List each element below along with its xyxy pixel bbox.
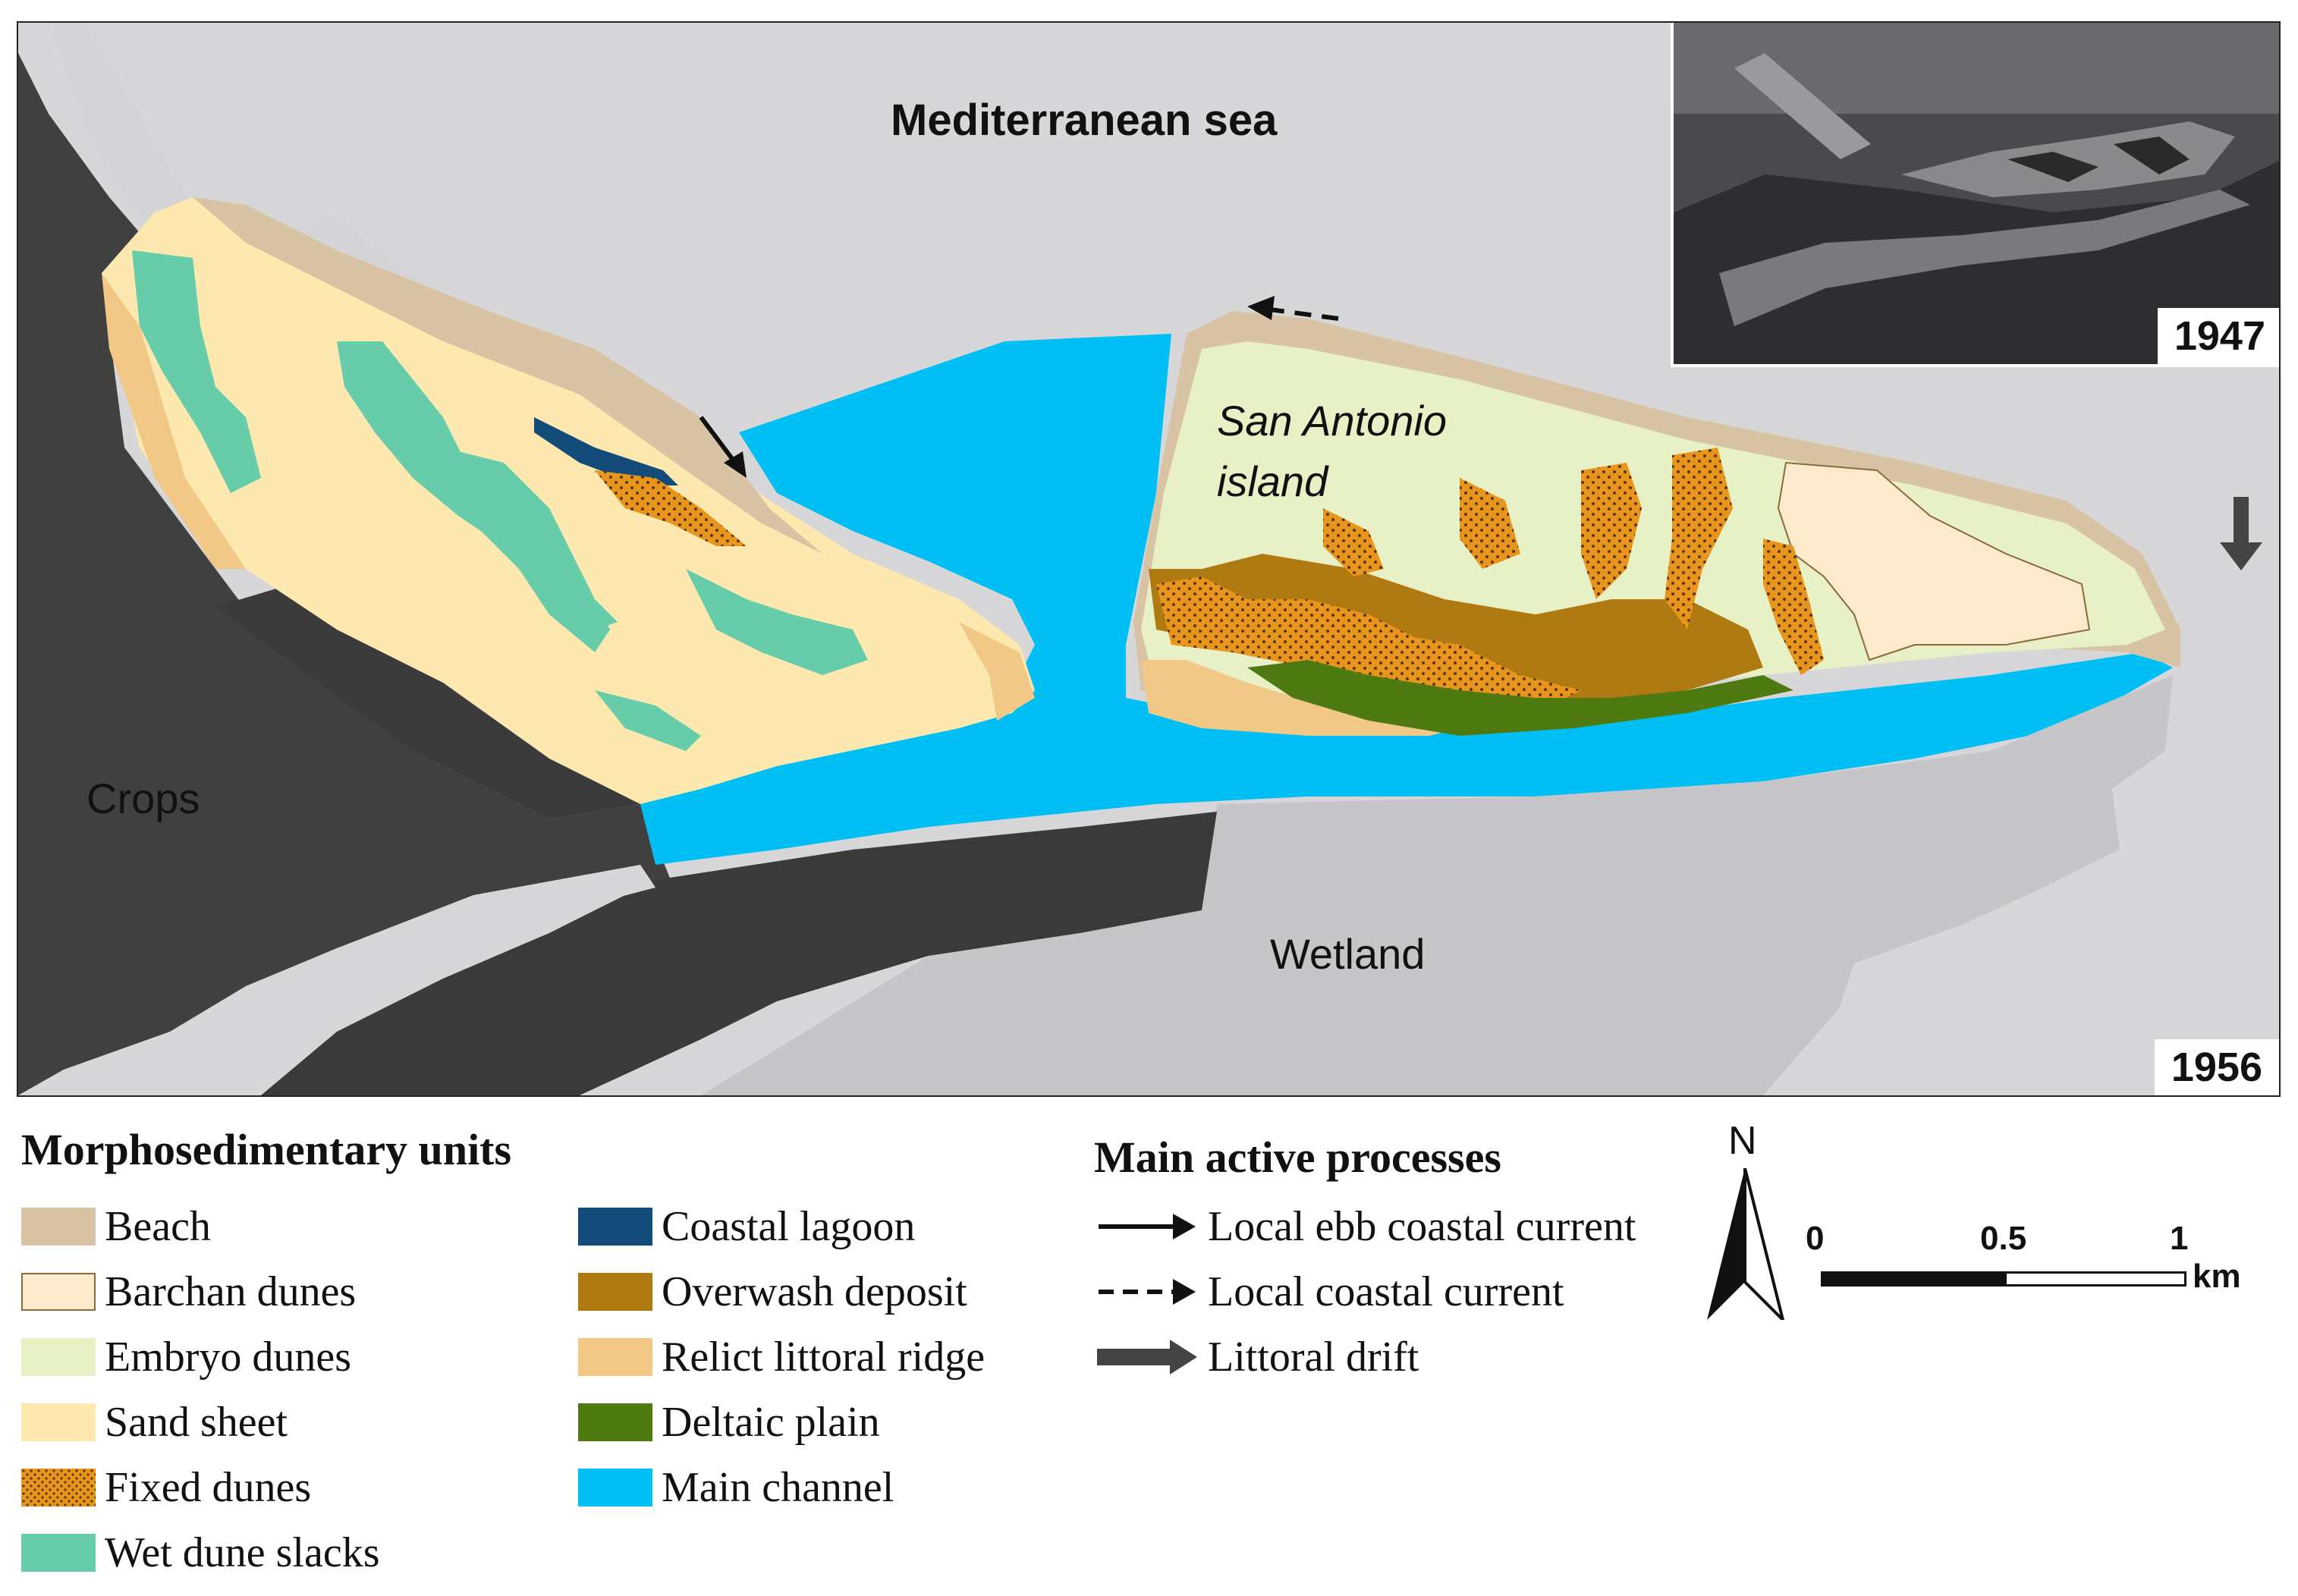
island-relict-ridge bbox=[1141, 660, 1460, 736]
swatch-fixed-dunes bbox=[21, 1469, 96, 1506]
scale-bar-white bbox=[2004, 1271, 2186, 1287]
river-strip bbox=[18, 865, 655, 1095]
aerial-photo-inset: 1947 bbox=[1671, 23, 2279, 367]
legend-item-embryo-dunes: Embryo dunes bbox=[21, 1331, 351, 1384]
swatch-barchan-dunes bbox=[21, 1273, 96, 1311]
coastal-lagoon bbox=[534, 417, 678, 485]
legend-item-overwash-deposit: Overwash deposit bbox=[578, 1265, 967, 1318]
island-deltaic-plain bbox=[1247, 660, 1793, 736]
legend-item-deltaic-plain: Deltaic plain bbox=[578, 1396, 880, 1449]
swatch-deltaic-plain bbox=[578, 1403, 652, 1441]
thick-grey-arrow-icon bbox=[1097, 1340, 1197, 1375]
swatch-beach bbox=[21, 1208, 96, 1246]
swatch-main-channel bbox=[578, 1469, 652, 1506]
north-label: N bbox=[1728, 1119, 1757, 1163]
swatch-wet-dune-slacks bbox=[21, 1534, 96, 1572]
island-fixed-dunes bbox=[1156, 448, 1824, 705]
year-1956-label: 1956 bbox=[2154, 1039, 2279, 1095]
process-label: Local coastal current bbox=[1208, 1268, 1564, 1315]
swatch-sand-sheet bbox=[21, 1403, 96, 1441]
island-label-line2: island bbox=[1217, 457, 1328, 505]
legend-label: Coastal lagoon bbox=[662, 1203, 916, 1250]
littoral-drift-arrow-shaft bbox=[2234, 497, 2249, 542]
legend-item-fixed-dunes: Fixed dunes bbox=[21, 1461, 311, 1514]
island-label: San Antonio island bbox=[1217, 391, 1447, 512]
wetland-label: Wetland bbox=[1270, 930, 1426, 978]
swatch-overwash-deposit bbox=[578, 1273, 652, 1311]
process-label: Littoral drift bbox=[1208, 1334, 1419, 1381]
island-overwash bbox=[1149, 554, 1763, 705]
legend-label: Fixed dunes bbox=[105, 1464, 312, 1511]
swatch-embryo-dunes bbox=[21, 1338, 96, 1376]
year-1947-label: 1947 bbox=[2157, 308, 2279, 364]
units-heading: Morphosedimentary units bbox=[21, 1125, 512, 1174]
island-barchan-dunes bbox=[1777, 461, 2091, 661]
sea-label: Mediterranean sea bbox=[891, 96, 1278, 145]
wetland-area bbox=[701, 675, 2173, 1095]
process-label: Local ebb coastal current bbox=[1208, 1203, 1636, 1250]
swatch-coastal-lagoon bbox=[578, 1208, 652, 1246]
legend-item-relict-littoral-ridge: Relict littoral ridge bbox=[578, 1331, 985, 1384]
legend-label: Main channel bbox=[662, 1464, 894, 1511]
relict-ridge-west bbox=[102, 273, 246, 569]
coastal-current-arrow bbox=[1269, 307, 1339, 321]
crops-band bbox=[261, 812, 1217, 1095]
crops-area-2 bbox=[215, 561, 640, 819]
legend-label: Beach bbox=[105, 1203, 211, 1250]
ebb-current-arrow bbox=[699, 416, 737, 464]
legend-item-barchan-dunes: Barchan dunes bbox=[21, 1265, 356, 1318]
process-item-littoral-drift: Littoral drift bbox=[1094, 1331, 1419, 1384]
legend-item-coastal-lagoon: Coastal lagoon bbox=[578, 1200, 915, 1253]
legend-item-sand-sheet: Sand sheet bbox=[21, 1396, 288, 1449]
swatch-relict-littoral-ridge bbox=[578, 1338, 652, 1376]
legend: Morphosedimentary units Beach Barchan du… bbox=[17, 1115, 2281, 1593]
fixed-dunes-west bbox=[595, 470, 747, 546]
scale-tick-1: 1 bbox=[2170, 1220, 2189, 1257]
north-arrow-icon bbox=[1707, 1168, 1785, 1320]
legend-item-main-channel: Main channel bbox=[578, 1461, 894, 1514]
legend-label: Overwash deposit bbox=[662, 1268, 967, 1315]
legend-label: Wet dune slacks bbox=[105, 1529, 380, 1576]
ebb-current-arrowhead bbox=[724, 451, 747, 478]
crops-label: Crops bbox=[86, 774, 200, 822]
legend-label: Embryo dunes bbox=[105, 1334, 352, 1381]
solid-arrow-icon bbox=[1099, 1214, 1196, 1239]
littoral-drift-arrowhead bbox=[2220, 542, 2262, 570]
process-item-coastal-current: Local coastal current bbox=[1094, 1265, 1564, 1318]
legend-item-beach: Beach bbox=[21, 1200, 211, 1253]
island-label-line1: San Antonio bbox=[1217, 397, 1448, 445]
relict-ridge-west-2 bbox=[959, 622, 1035, 721]
legend-label: Relict littoral ridge bbox=[662, 1334, 986, 1381]
processes-heading: Main active processes bbox=[1094, 1133, 1501, 1182]
scale-bar-black bbox=[1821, 1271, 2004, 1287]
north-arrow: N bbox=[1699, 1119, 1790, 1320]
crops-area bbox=[18, 53, 671, 1095]
dashed-arrow-icon bbox=[1099, 1279, 1196, 1305]
wet-dune-slacks-west bbox=[132, 250, 868, 751]
beach-west-fringe bbox=[193, 197, 822, 554]
aerial-photo bbox=[1674, 23, 2279, 364]
legend-label: Deltaic plain bbox=[662, 1399, 880, 1446]
scale-tick-0: 0 bbox=[1806, 1220, 1825, 1257]
main-channel bbox=[640, 334, 2173, 865]
scale-tick-half: 0.5 bbox=[1980, 1220, 2027, 1257]
scale-unit: km bbox=[2193, 1258, 2241, 1295]
legend-item-wet-dune-slacks: Wet dune slacks bbox=[21, 1526, 380, 1579]
process-item-ebb-current: Local ebb coastal current bbox=[1094, 1200, 1636, 1253]
coastal-current-arrowhead bbox=[1247, 296, 1275, 320]
legend-label: Sand sheet bbox=[105, 1399, 288, 1446]
legend-label: Barchan dunes bbox=[105, 1268, 357, 1315]
map-panel: Mediterranean sea San Antonio island Cro… bbox=[17, 21, 2281, 1097]
scale-bar: 0 0.5 1 km bbox=[1790, 1214, 2261, 1312]
